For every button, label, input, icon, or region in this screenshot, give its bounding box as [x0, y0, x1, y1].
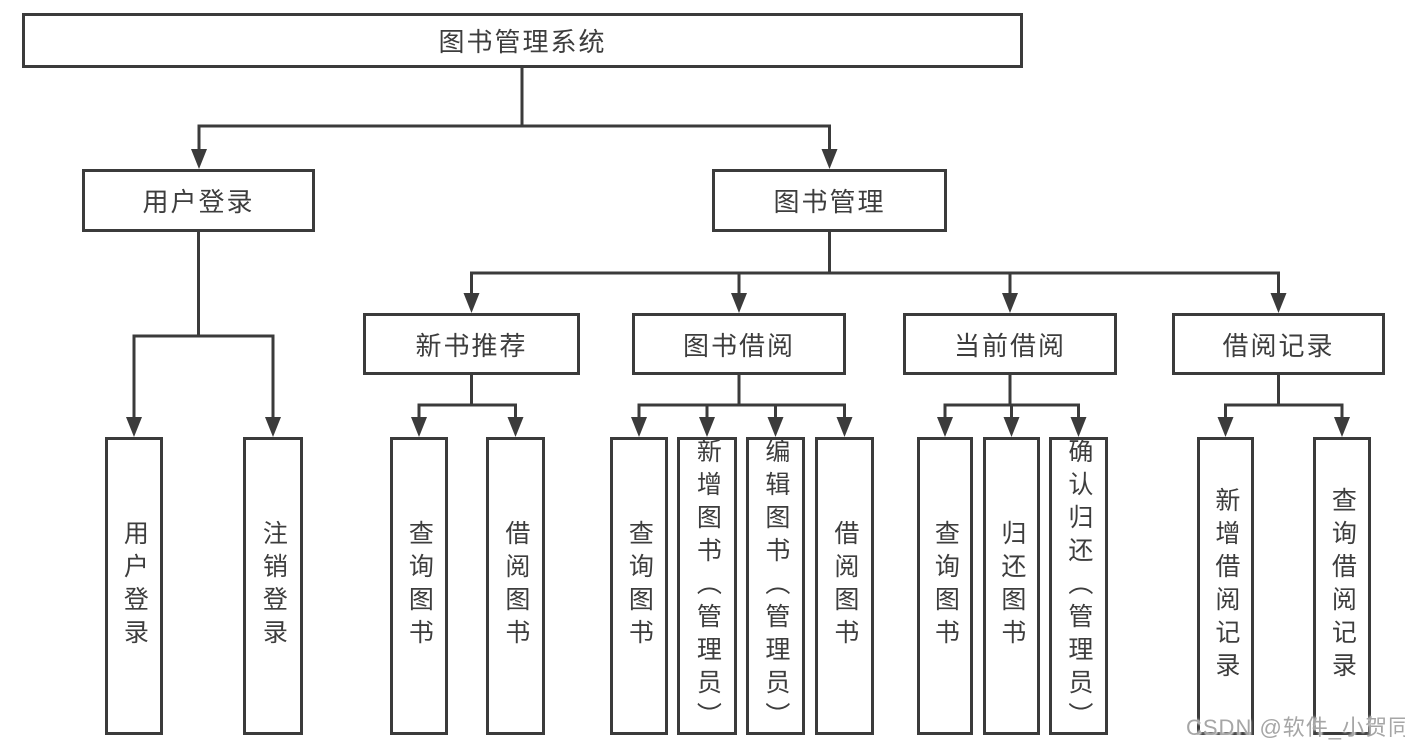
node-book-management: 图书管理: [712, 169, 947, 232]
arrowhead-icon: [191, 149, 207, 169]
arrowhead-icon: [265, 417, 281, 437]
arrowhead-icon: [821, 149, 838, 169]
leaf-current-query-books: 查询图书: [917, 437, 973, 735]
node-book-borrowing: 图书借阅: [632, 313, 846, 375]
leaf-logout: 注销登录: [243, 437, 303, 735]
leaf-add-borrow-record: 新增借阅记录: [1197, 437, 1254, 735]
leaf-label: 借阅图书: [830, 520, 859, 652]
leaf-label: 查询图书: [625, 520, 654, 652]
node-library-management-system: 图书管理系统: [22, 13, 1023, 68]
leaf-label: 查询图书: [931, 520, 960, 652]
arrowhead-icon: [1217, 417, 1234, 437]
leaf-edit-books-admin: 编辑图书（管理员）: [746, 437, 805, 735]
node-borrowing-records: 借阅记录: [1172, 313, 1385, 375]
arrowhead-icon: [631, 417, 647, 437]
leaf-return-books: 归还图书: [983, 437, 1040, 735]
leaf-label: 新增图书（管理员）: [693, 437, 722, 735]
arrowhead-icon: [126, 417, 142, 437]
arrowhead-icon: [836, 417, 853, 437]
arrowhead-icon: [1070, 417, 1087, 437]
node-current-borrowing: 当前借阅: [903, 313, 1117, 375]
leaf-add-books-admin: 新增图书（管理员）: [677, 437, 737, 735]
leaf-label: 确认归还（管理员）: [1064, 437, 1093, 735]
arrowhead-icon: [937, 417, 953, 437]
node-user-login-branch: 用户登录: [82, 169, 315, 232]
watermark: CSDN @软件_小贺同学: [1186, 715, 1405, 740]
leaf-label: 注销登录: [259, 520, 288, 652]
leaf-label: 查询借阅记录: [1328, 487, 1357, 685]
arrowhead-icon: [731, 293, 747, 313]
leaf-label: 编辑图书（管理员）: [761, 437, 790, 735]
leaf-label: 借阅图书: [501, 520, 530, 652]
leaf-label: 新增借阅记录: [1211, 487, 1240, 685]
leaf-recommend-borrow-books: 借阅图书: [486, 437, 545, 735]
node-new-book-recommendation: 新书推荐: [363, 313, 580, 375]
arrowhead-icon: [1334, 417, 1350, 437]
leaf-borrow-query-books: 查询图书: [610, 437, 668, 735]
arrowhead-icon: [463, 293, 480, 313]
leaf-label: 归还图书: [997, 520, 1026, 652]
arrowhead-icon: [1003, 417, 1020, 437]
leaf-label: 查询图书: [405, 520, 434, 652]
arrowhead-icon: [411, 417, 427, 437]
arrowhead-icon: [767, 417, 784, 437]
arrowhead-icon: [699, 417, 715, 437]
leaf-recommend-query-books: 查询图书: [390, 437, 448, 735]
arrowhead-icon: [507, 417, 524, 437]
arrowhead-icon: [1270, 293, 1287, 313]
leaf-borrow-borrow-books: 借阅图书: [815, 437, 874, 735]
arrowhead-icon: [1002, 293, 1018, 313]
leaf-confirm-return-admin: 确认归还（管理员）: [1049, 437, 1108, 735]
leaf-query-borrow-record: 查询借阅记录: [1313, 437, 1371, 735]
leaf-label: 用户登录: [120, 520, 149, 652]
leaf-user-login: 用户登录: [105, 437, 163, 735]
